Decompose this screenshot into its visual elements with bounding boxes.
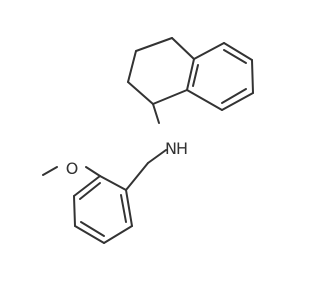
- bond: [42, 166, 58, 176]
- bond: [223, 49, 247, 64]
- bond: [125, 162, 149, 191]
- hydrogen-atom-label: H: [176, 139, 188, 158]
- bond: [127, 81, 154, 105]
- chemical-structure-diagram: O N H: [42, 37, 254, 244]
- bond: [221, 88, 247, 104]
- bond: [85, 166, 101, 177]
- bond: [127, 50, 137, 83]
- bond: [221, 92, 254, 111]
- nitrogen-atom-label: N: [165, 139, 177, 158]
- oxygen-atom-label: O: [66, 159, 79, 178]
- bond: [120, 194, 127, 223]
- bond: [103, 225, 133, 244]
- bond: [186, 58, 195, 91]
- bond: [73, 175, 101, 197]
- bond: [125, 189, 133, 227]
- bond: [74, 225, 105, 244]
- bond: [223, 42, 253, 61]
- bond: [99, 175, 127, 191]
- bond: [152, 89, 188, 105]
- bond: [171, 37, 195, 60]
- structure-canvas: O N H: [42, 37, 254, 244]
- bond: [193, 42, 225, 60]
- bond: [135, 37, 173, 52]
- bond: [251, 59, 254, 94]
- bond: [186, 89, 223, 111]
- bond: [80, 221, 105, 237]
- bond: [79, 182, 101, 200]
- bond: [192, 64, 199, 87]
- bond: [73, 195, 76, 227]
- bond: [152, 103, 160, 124]
- bond: [147, 149, 167, 164]
